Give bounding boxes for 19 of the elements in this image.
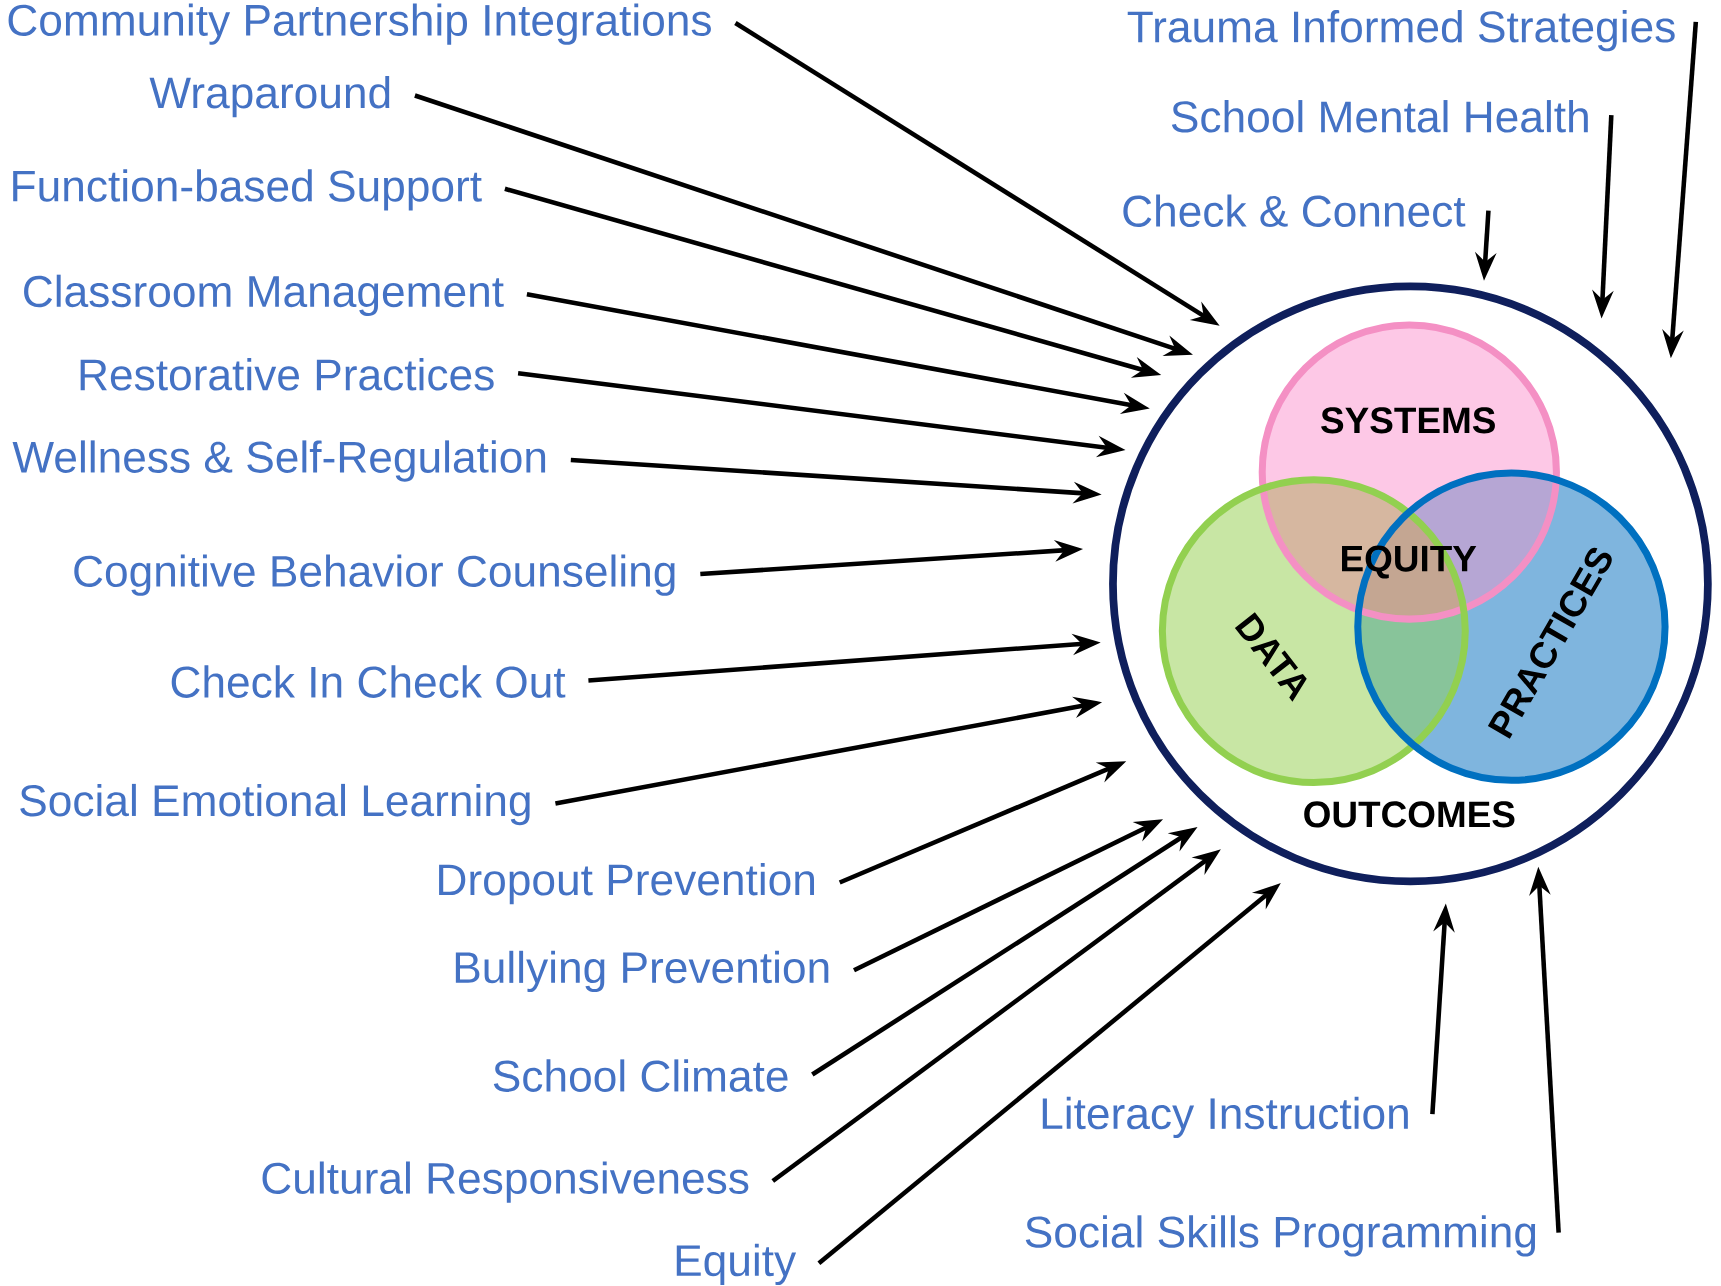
item-label: Social Emotional Learning <box>20 783 530 826</box>
item-label: Trauma Informed Strategies <box>1127 10 1675 52</box>
item-label: Check In Check Out <box>171 665 566 698</box>
item-label: Wellness & Self-Regulation <box>12 440 546 482</box>
item-label: Check & Connect <box>1123 194 1466 227</box>
item-label: Cultural Responsiveness <box>262 1161 749 1203</box>
item-label: School Climate <box>493 1059 788 1092</box>
item-label: Function-based Support <box>13 169 482 211</box>
item-label: Bullying Prevention <box>455 950 829 993</box>
item-label: Equity <box>676 1243 797 1286</box>
item-label: Wraparound <box>149 75 390 118</box>
item-label: Dropout Prevention <box>439 863 814 905</box>
item-label: Restorative Practices <box>80 358 494 391</box>
item-label: Community Partnership Integrations <box>8 3 711 45</box>
item-label: School Mental Health <box>1171 100 1588 133</box>
item-label: Literacy Instruction <box>1042 1096 1408 1139</box>
item-label: Social Skills Programming <box>1025 1215 1536 1257</box>
item-label: Classroom Management <box>24 274 504 316</box>
item-label: Cognitive Behavior Counseling <box>74 554 675 596</box>
